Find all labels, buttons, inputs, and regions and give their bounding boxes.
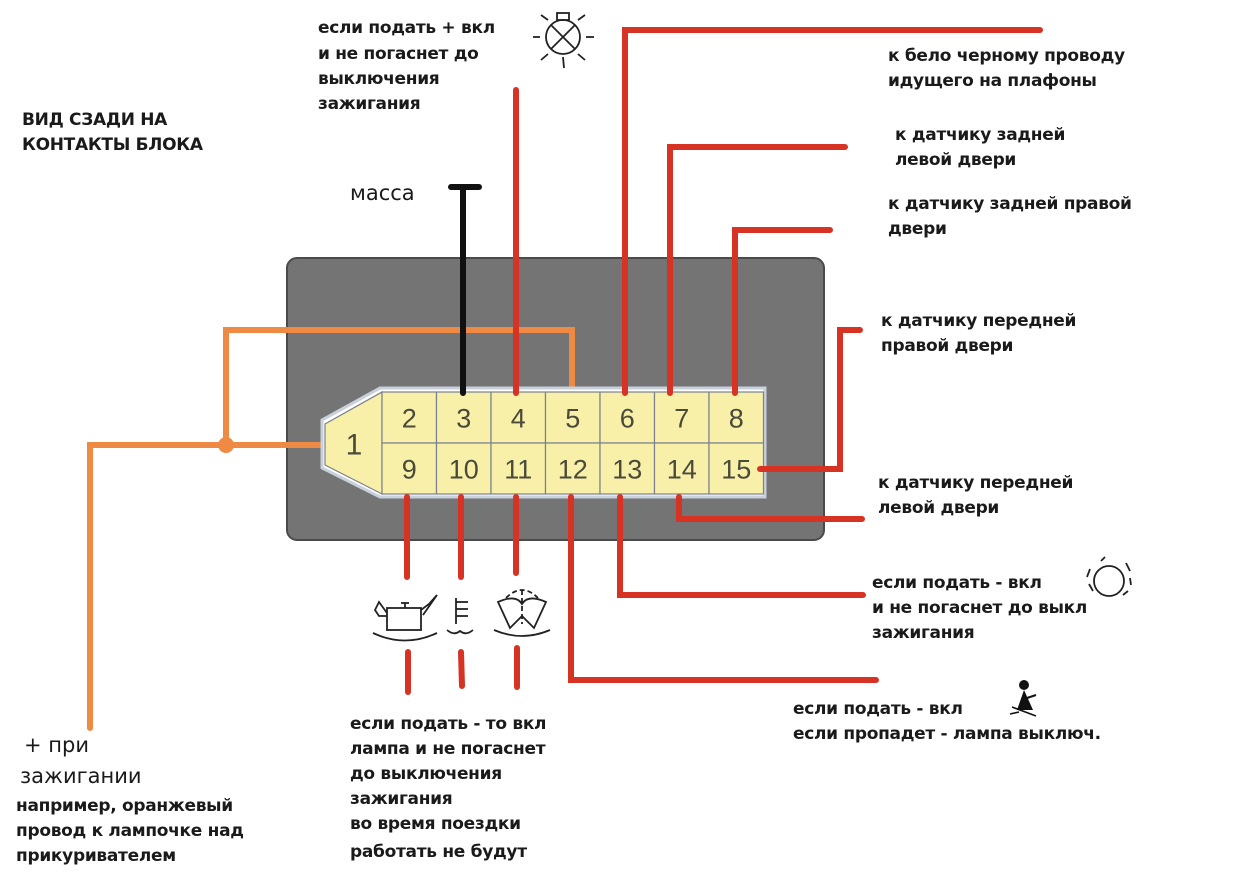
pin-9-cell bbox=[381, 442, 438, 495]
svg-text:+ при: + при bbox=[24, 733, 89, 757]
ignition-label: + при зажигании bbox=[20, 733, 142, 788]
pin-14-label: 14 bbox=[667, 455, 697, 485]
connector-housing: 1 2 3 4 5 6 7 8 9 10 11 12 13 14 15 bbox=[320, 386, 767, 499]
pin-14-cell bbox=[653, 442, 710, 495]
svg-text:например, оранжевый: например, оранжевый bbox=[16, 796, 233, 816]
coolant-level-icon bbox=[446, 598, 474, 635]
svg-text:если пропадет - лампа выключ.: если пропадет - лампа выключ. bbox=[793, 724, 1101, 744]
svg-text:работать не будут: работать не будут bbox=[350, 842, 527, 862]
svg-text:зажигании: зажигании bbox=[20, 764, 142, 788]
svg-text:к датчику передней: к датчику передней bbox=[878, 473, 1073, 493]
pin4-description: если подать + вкл и не погаснет до выклю… bbox=[318, 18, 495, 114]
pin-5-label: 5 bbox=[565, 404, 580, 434]
pin-6-cell bbox=[599, 391, 656, 444]
pin-7-cell bbox=[653, 391, 710, 444]
diagram-title-line-1: ВИД СЗАДИ НА bbox=[22, 110, 168, 130]
sun-light-icon bbox=[1086, 556, 1132, 597]
pin-12-cell bbox=[544, 442, 601, 495]
svg-text:до выключения: до выключения bbox=[350, 764, 502, 784]
svg-text:выключения: выключения bbox=[318, 69, 439, 89]
ground-label: масса bbox=[350, 181, 415, 205]
svg-text:во время поездки: во время поездки bbox=[350, 814, 521, 834]
wire-pin5-ignition bbox=[223, 327, 575, 448]
svg-text:двери: двери bbox=[888, 219, 947, 239]
svg-text:прикуривателем: прикуривателем bbox=[16, 846, 176, 866]
svg-text:зажигания: зажигания bbox=[318, 94, 420, 114]
svg-text:к датчику передней: к датчику передней bbox=[881, 311, 1076, 331]
wire-pin14 bbox=[676, 494, 865, 522]
diagram-title-line-2: КОНТАКТЫ БЛОКА bbox=[22, 135, 204, 155]
svg-text:если подать - вкл: если подать - вкл bbox=[872, 573, 1042, 593]
svg-text:если подать + вкл: если подать + вкл bbox=[318, 18, 495, 38]
pin-5-cell bbox=[544, 391, 601, 444]
wire-junction bbox=[218, 437, 234, 453]
ignition-note: например, оранжевый провод к лампочке на… bbox=[16, 796, 244, 866]
pin15-description: к датчику передней правой двери bbox=[881, 311, 1076, 356]
pin-4-label: 4 bbox=[511, 404, 526, 434]
svg-text:зажигания: зажигания bbox=[350, 789, 452, 809]
pin-12-label: 12 bbox=[558, 455, 588, 485]
pin14-description: к датчику передней левой двери bbox=[878, 473, 1073, 518]
svg-text:провод к лампочке над: провод к лампочке над bbox=[16, 821, 244, 841]
pin-11-cell bbox=[490, 442, 547, 495]
wire-pin10-lower bbox=[458, 649, 465, 689]
pin-10-cell bbox=[435, 442, 492, 495]
pin-3-label: 3 bbox=[456, 404, 471, 434]
svg-text:левой двери: левой двери bbox=[895, 150, 1016, 170]
pins-9-11-description: если подать - то вкл лампа и не погаснет… bbox=[350, 714, 547, 862]
wire-pin8 bbox=[732, 227, 833, 396]
pin-9-label: 9 bbox=[402, 455, 417, 485]
pin-13-label: 13 bbox=[612, 455, 642, 485]
pin-1-label: 1 bbox=[346, 429, 363, 462]
svg-text:идущего на плафоны: идущего на плафоны bbox=[888, 71, 1097, 91]
wire-pin12 bbox=[568, 494, 879, 683]
wire-pin15 bbox=[757, 327, 863, 472]
pin-8-label: 8 bbox=[729, 404, 744, 434]
pin-8-cell bbox=[708, 391, 765, 444]
bulb-warning-icon bbox=[533, 12, 594, 69]
pin13-description: если подать - вкл и не погаснет до выкл … bbox=[872, 573, 1087, 643]
pin-2-label: 2 bbox=[402, 404, 417, 434]
pin-6-label: 6 bbox=[620, 404, 635, 434]
svg-text:зажигания: зажигания bbox=[872, 623, 974, 643]
svg-text:к датчику задней: к датчику задней bbox=[895, 125, 1065, 145]
svg-text:если подать - вкл: если подать - вкл bbox=[793, 699, 963, 719]
svg-text:к бело черному проводу: к бело черному проводу bbox=[888, 46, 1125, 66]
pin-grid: 2 3 4 5 6 7 8 9 10 11 12 13 14 15 bbox=[381, 391, 765, 495]
seatbelt-person-icon bbox=[1009, 680, 1037, 717]
svg-text:правой двери: правой двери bbox=[881, 336, 1013, 356]
pin-10-label: 10 bbox=[449, 455, 479, 485]
washer-fluid-icon bbox=[493, 589, 551, 637]
svg-text:и не погаснет до: и не погаснет до bbox=[318, 44, 479, 64]
wire-pin7 bbox=[667, 144, 848, 396]
pin-11-label: 11 bbox=[504, 455, 532, 485]
pin-13-cell bbox=[599, 442, 656, 495]
pin-15-label: 15 bbox=[721, 455, 751, 485]
oil-can-icon bbox=[372, 594, 438, 642]
pin12-description: если подать - вкл если пропадет - лампа … bbox=[793, 699, 1101, 744]
wire-pin13 bbox=[617, 494, 866, 598]
svg-text:и не погаснет до выкл: и не погаснет до выкл bbox=[872, 598, 1087, 618]
svg-text:если подать - то вкл: если подать - то вкл bbox=[350, 714, 546, 734]
wire-pin6 bbox=[622, 27, 1043, 396]
pin8-description: к датчику задней правой двери bbox=[888, 194, 1132, 239]
wire-pin1-ignition bbox=[87, 442, 328, 731]
pin-7-label: 7 bbox=[674, 404, 689, 434]
pin6-description: к бело черному проводу идущего на плафон… bbox=[888, 46, 1125, 91]
svg-text:лампа и не погаснет: лампа и не погаснет bbox=[350, 739, 546, 759]
svg-text:к датчику задней правой: к датчику задней правой bbox=[888, 194, 1132, 214]
svg-text:левой двери: левой двери bbox=[878, 498, 999, 518]
pin7-description: к датчику задней левой двери bbox=[895, 125, 1065, 170]
